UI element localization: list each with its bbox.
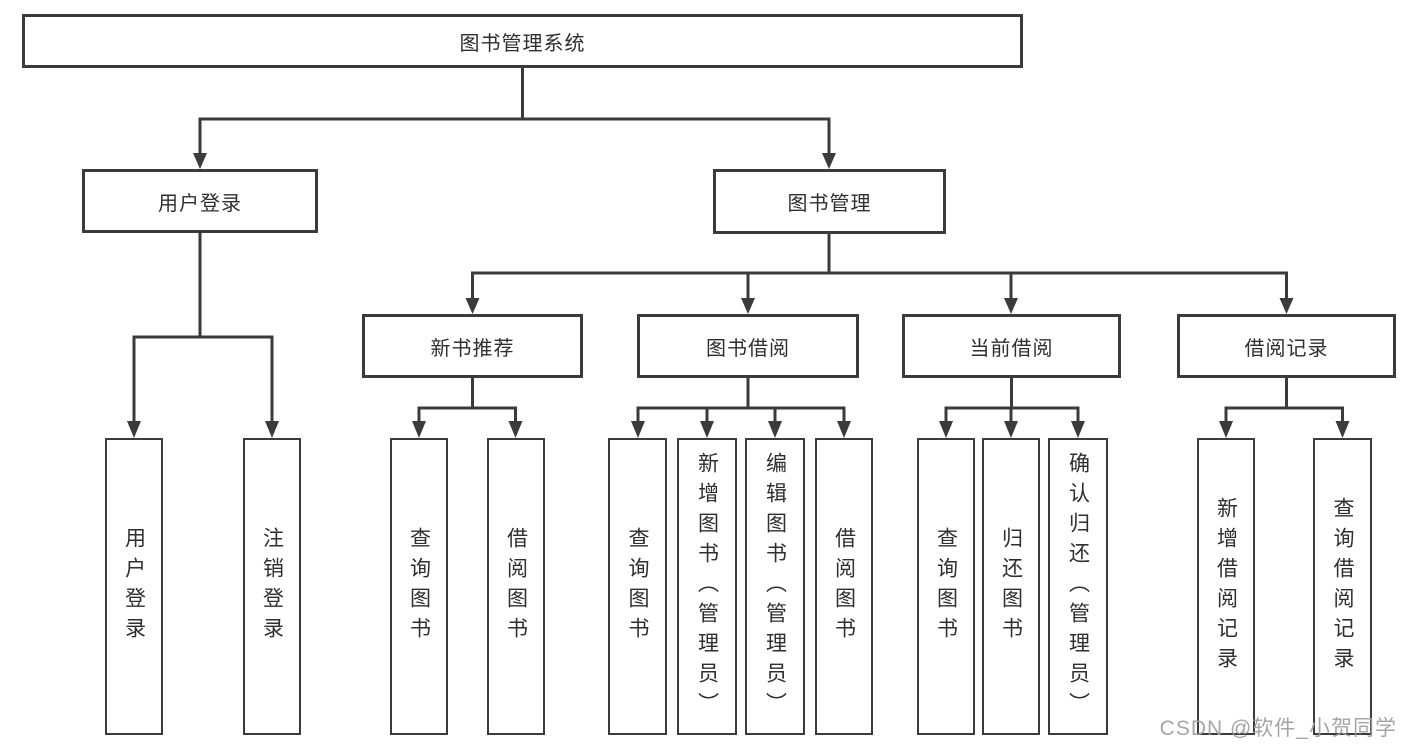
leaf-newrec-borrow-books-label: 借阅图书 — [504, 526, 528, 647]
node-root: 图书管理系统 — [22, 14, 1023, 68]
node-book-borrow-label: 图书借阅 — [706, 337, 790, 360]
leaf-newrec-borrow-books: 借阅图书 — [487, 438, 545, 735]
arrowhead — [1219, 421, 1233, 438]
arrowhead — [1335, 421, 1350, 438]
arrowhead — [939, 421, 953, 438]
leaf-borrow-borrow-books: 借阅图书 — [815, 438, 873, 735]
arrowhead — [127, 421, 141, 438]
connector-bookborrow-to-leaves — [631, 378, 851, 438]
leaf-borrow-query-books-label: 查询图书 — [626, 526, 649, 647]
arrowhead — [741, 298, 755, 314]
connector-line — [1224, 378, 1344, 424]
connector-line — [198, 68, 831, 156]
arrowhead — [822, 153, 836, 169]
node-borrow-records: 借阅记录 — [1177, 314, 1396, 378]
arrowhead — [768, 421, 782, 438]
connector-borrowrecords-to-leaves — [1219, 378, 1350, 438]
leaf-add-books-admin-label: 新增图书（管理员） — [695, 451, 719, 722]
leaf-current-query-books: 查询图书 — [917, 438, 975, 735]
node-new-book-recommend-label: 新书推荐 — [430, 337, 515, 360]
node-book-management: 图书管理 — [713, 169, 946, 234]
leaf-confirm-return-admin-label: 确认归还（管理员） — [1066, 451, 1090, 722]
connector-currentborrow-to-leaves — [939, 378, 1085, 438]
connector-userlogin-to-leaves — [127, 233, 279, 438]
connector-line — [944, 378, 1080, 424]
connector-bookmgmt-to-level3 — [465, 234, 1294, 314]
leaf-return-books-label: 归还图书 — [999, 526, 1023, 647]
arrowhead — [631, 421, 645, 438]
leaf-current-query-books-label: 查询图书 — [934, 526, 958, 647]
node-current-borrow-label: 当前借阅 — [969, 337, 1054, 360]
leaf-logout: 注销登录 — [243, 438, 301, 735]
connector-line — [636, 378, 846, 424]
leaf-query-borrow-record-label: 查询借阅记录 — [1331, 496, 1354, 677]
node-new-book-recommend: 新书推荐 — [362, 314, 583, 378]
arrowhead — [837, 421, 851, 438]
arrowhead — [508, 421, 523, 438]
node-borrow-records-label: 借阅记录 — [1244, 337, 1329, 360]
connector-root-to-level2 — [193, 68, 836, 169]
leaf-confirm-return-admin: 确认归还（管理员） — [1048, 438, 1108, 735]
connector-newrec-to-leaves — [412, 378, 523, 438]
leaf-newrec-query-books-label: 查询图书 — [407, 526, 431, 647]
leaf-logout-label: 注销登录 — [260, 526, 284, 647]
leaf-borrow-query-books: 查询图书 — [608, 438, 667, 735]
leaf-user-login-label: 用户登录 — [122, 526, 146, 647]
leaf-borrow-borrow-books-label: 借阅图书 — [832, 526, 856, 647]
arrowhead — [1004, 421, 1018, 438]
leaf-return-books: 归还图书 — [982, 438, 1040, 735]
arrowhead — [700, 421, 714, 438]
leaf-user-login: 用户登录 — [105, 438, 163, 735]
leaf-edit-books-admin-label: 编辑图书（管理员） — [763, 451, 787, 722]
csdn-watermark: CSDN @软件_小贺同学 — [1159, 717, 1397, 740]
node-root-label: 图书管理系统 — [459, 32, 586, 55]
leaf-edit-books-admin: 编辑图书（管理员） — [745, 438, 805, 735]
leaf-newrec-query-books: 查询图书 — [390, 438, 448, 735]
arrowhead — [412, 421, 426, 438]
leaf-add-borrow-record-label: 新增借阅记录 — [1214, 496, 1238, 677]
node-user-login: 用户登录 — [82, 169, 318, 233]
node-current-borrow: 当前借阅 — [902, 314, 1121, 378]
leaf-query-borrow-record: 查询借阅记录 — [1313, 438, 1372, 735]
leaf-add-books-admin: 新增图书（管理员） — [677, 438, 737, 735]
node-user-login-label: 用户登录 — [158, 192, 242, 215]
node-book-borrow: 图书借阅 — [637, 314, 859, 378]
arrowhead — [1004, 298, 1018, 314]
arrowhead — [1279, 298, 1294, 314]
arrowhead — [465, 298, 480, 314]
node-book-management-label: 图书管理 — [787, 193, 872, 215]
arrowhead — [193, 153, 207, 169]
arrowhead — [1071, 421, 1085, 438]
connector-line — [471, 234, 1288, 301]
arrowhead — [265, 421, 279, 438]
leaf-add-borrow-record: 新增借阅记录 — [1197, 438, 1255, 735]
connector-line — [417, 378, 517, 424]
connector-line — [132, 233, 274, 424]
